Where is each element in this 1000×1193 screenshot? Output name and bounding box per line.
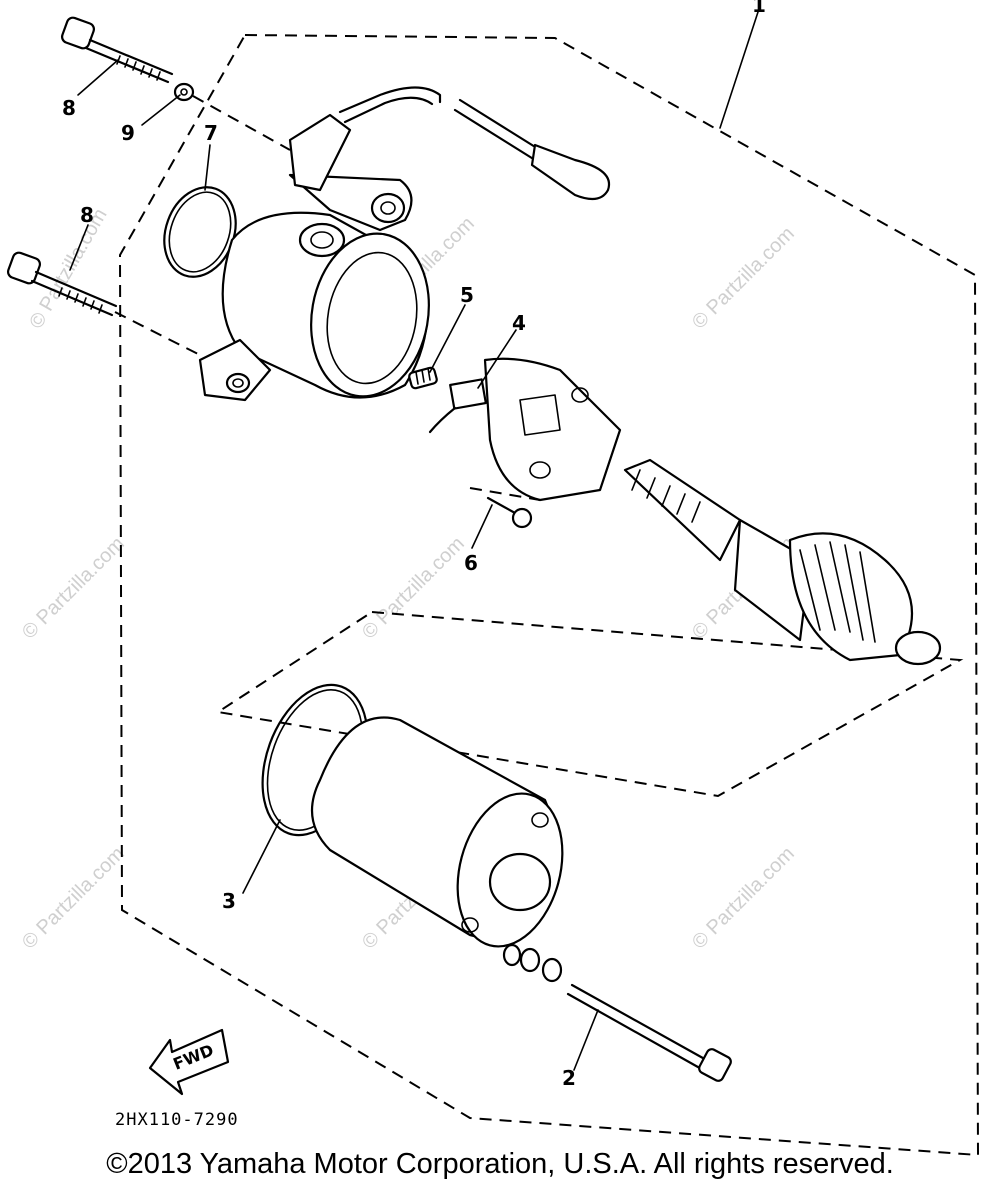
fwd-arrow: FWD: [148, 1028, 230, 1096]
watermark: © Partzilla.com: [18, 533, 129, 644]
callout-8-upper: 8: [62, 96, 76, 120]
assembly-outline: [118, 33, 980, 1157]
callout-8-lower: 8: [80, 203, 94, 227]
bolt-8-upper: [60, 16, 174, 84]
callout-7: 7: [204, 121, 218, 145]
screw-6: [486, 496, 533, 529]
yoke-plane: [215, 610, 964, 798]
washers: [502, 943, 563, 983]
guide-line: [469, 487, 541, 501]
guide-line: [114, 311, 201, 356]
callout-1: 1: [752, 0, 766, 17]
yoke: [310, 716, 564, 948]
diagram-code: 2HX110-7290: [115, 1110, 239, 1130]
callout-3: 3: [222, 889, 236, 913]
callout-5: 5: [460, 283, 474, 307]
watermark: © Partzilla.com: [688, 843, 799, 954]
watermark: © Partzilla.com: [18, 843, 129, 954]
callout-4: 4: [512, 311, 526, 335]
callout-9: 9: [121, 121, 135, 145]
watermark: © Partzilla.com: [358, 533, 469, 644]
leader-lines: [69, 11, 759, 1071]
lead-wire: [288, 86, 611, 201]
brush-spring-5: [408, 366, 438, 390]
callout-2: 2: [562, 1066, 576, 1090]
bolt-8-lower: [6, 251, 118, 317]
watermark: © Partzilla.com: [688, 223, 799, 334]
through-bolt-2: [566, 983, 732, 1082]
callout-6: 6: [464, 551, 478, 575]
brush-4: [428, 378, 487, 434]
front-cover: [198, 173, 430, 402]
armature: [623, 458, 942, 666]
copyright-notice: ©2013 Yamaha Motor Corporation, U.S.A. A…: [106, 1148, 894, 1180]
brush-holder: [483, 357, 622, 502]
